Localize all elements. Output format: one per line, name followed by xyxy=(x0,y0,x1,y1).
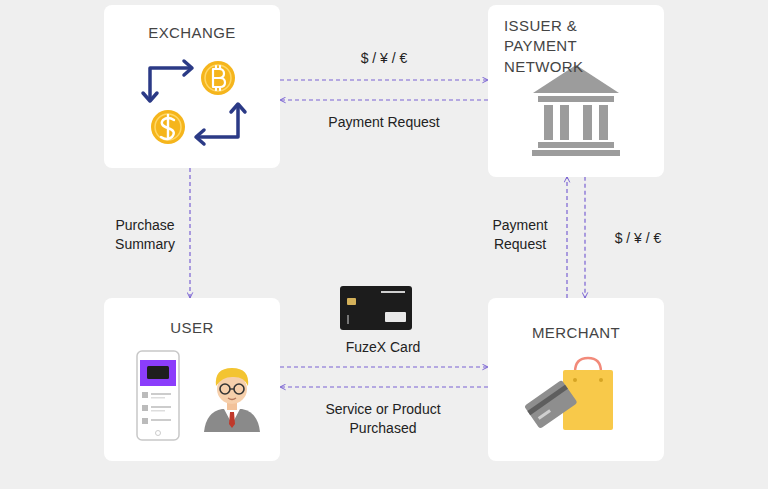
exchange-icon xyxy=(143,61,245,144)
edge-label: $ / ¥ / € xyxy=(615,229,662,248)
dashed-arrow xyxy=(280,79,488,80)
phone-icon xyxy=(137,351,179,440)
dashed-arrow xyxy=(584,177,585,298)
box-title: MERCHANT xyxy=(498,323,654,343)
edge-label: Service or Product Purchased xyxy=(308,400,458,438)
dashed-arrow xyxy=(280,366,488,367)
dashed-arrow xyxy=(566,177,567,298)
process-box: ISSUER & PAYMENT NETWORK xyxy=(488,5,664,177)
shopping-icon xyxy=(524,358,613,430)
bank-icon xyxy=(532,65,620,156)
edge-label: Payment Request xyxy=(328,113,439,132)
dashed-arrow xyxy=(280,99,488,100)
edge-label: Payment Request xyxy=(480,216,560,254)
process-box: EXCHANGE xyxy=(104,5,280,168)
box-title: EXCHANGE xyxy=(114,23,270,43)
dashed-arrow xyxy=(189,168,190,298)
process-box: MERCHANT xyxy=(488,298,664,461)
dashed-arrow xyxy=(280,386,488,387)
box-title: USER xyxy=(114,318,270,338)
edge-label: Purchase Summary xyxy=(105,216,185,254)
edge-label: $ / ¥ / € xyxy=(361,49,408,68)
card-image xyxy=(340,286,412,330)
box-title: ISSUER & PAYMENT NETWORK xyxy=(504,16,648,77)
edge-label: FuzeX Card xyxy=(346,338,421,357)
user-figure xyxy=(204,368,260,432)
process-box: USER xyxy=(104,298,280,461)
